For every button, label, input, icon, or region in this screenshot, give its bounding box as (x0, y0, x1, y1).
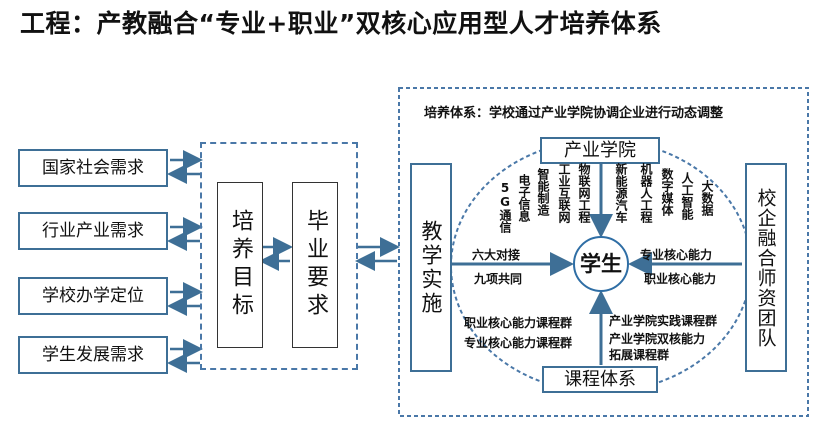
need-industry: 行业产业需求 (18, 212, 168, 250)
field-big-data: 大数据 (700, 180, 714, 216)
field-5g: 5G通信 (498, 181, 512, 233)
industry-college-box: 产业学院 (540, 137, 660, 164)
need-national-society: 国家社会需求 (18, 149, 168, 187)
course-group-dual-core: 产业学院双核能力 (609, 332, 706, 346)
course-group-professional: 专业核心能力课程群 (464, 336, 573, 350)
school-enterprise-team-box: 校企融合师资团队 (745, 163, 787, 372)
system-title: 培养体系：学校通过产业学院协调企业进行动态调整 (424, 106, 724, 121)
label-vocational-core: 职业核心能力 (644, 272, 717, 286)
field-industrial-internet: 工业互联网 (557, 163, 571, 223)
field-robotics: 机器人工程 (639, 163, 653, 223)
curriculum-box: 课程体系 (542, 366, 658, 393)
label-professional-core: 专业核心能力 (640, 248, 713, 262)
field-electronic-info: 电子信息 (517, 174, 531, 222)
training-goal-box: 培养目标 (217, 182, 263, 348)
field-ai: 人工智能 (680, 172, 694, 220)
field-iot: 物联网工程 (577, 163, 591, 223)
field-new-energy-vehicle: 新能源汽车 (614, 163, 628, 223)
need-school-positioning: 学校办学定位 (18, 277, 168, 315)
page-title: 工程：产教融合“专业+职业”双核心应用型人才培养体系 (20, 9, 662, 38)
course-group-practice: 产业学院实践课程群 (609, 314, 718, 328)
label-nine-common: 九项共同 (474, 272, 523, 286)
field-digital-media: 数字媒体 (660, 168, 674, 216)
course-group-vocational: 职业核心能力课程群 (464, 316, 573, 330)
label-six-connections: 六大对接 (472, 248, 521, 262)
graduation-requirement-box: 毕业要求 (292, 182, 338, 348)
teaching-implementation-box: 教学实施 (410, 163, 452, 372)
course-group-extension: 拓展课程群 (609, 348, 670, 362)
goal-requirement-group (200, 142, 358, 370)
student-circle: 学生 (573, 236, 629, 292)
need-student-development: 学生发展需求 (18, 336, 168, 374)
field-intelligent-manufacturing: 智能制造 (536, 168, 550, 216)
